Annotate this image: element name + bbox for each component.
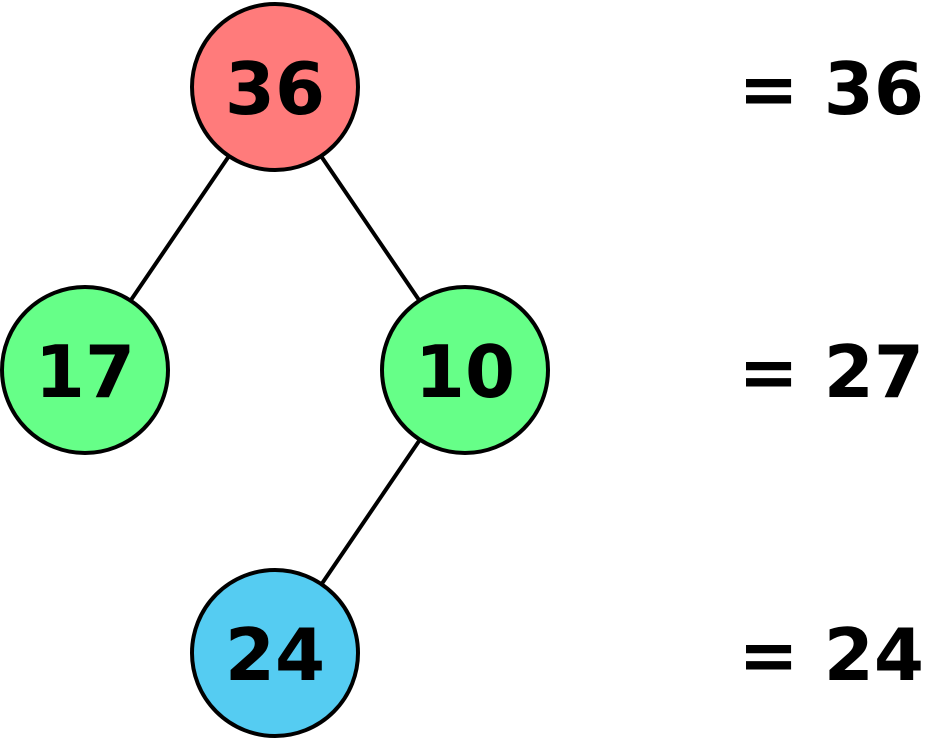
node-circle-right-left (190, 568, 360, 738)
node-circle-root (190, 2, 360, 172)
level-sum-0: = 36 (738, 47, 924, 131)
node-label-right-left: 24 (225, 613, 325, 697)
node-circle-right (380, 285, 550, 455)
tree-node-right: 10 (380, 285, 550, 455)
node-circle-left (0, 285, 170, 455)
node-label-left: 17 (35, 330, 135, 414)
level-sum-1: = 27 (738, 330, 924, 414)
edge-root-to-right (319, 154, 421, 302)
node-label-root: 36 (225, 47, 325, 131)
tree-node-right-left: 24 (190, 568, 360, 738)
tree-node-root: 36 (190, 2, 360, 172)
node-label-right: 10 (415, 330, 515, 414)
tree-node-left: 17 (0, 285, 170, 455)
edge-root-to-left (129, 154, 231, 302)
tree-edges (129, 154, 421, 587)
level-sum-labels: = 36 = 27 = 24 (738, 47, 924, 697)
edge-right-to-right-left (319, 439, 421, 587)
tree-nodes: 36 17 10 24 (0, 2, 550, 738)
level-sum-2: = 24 (738, 613, 924, 697)
